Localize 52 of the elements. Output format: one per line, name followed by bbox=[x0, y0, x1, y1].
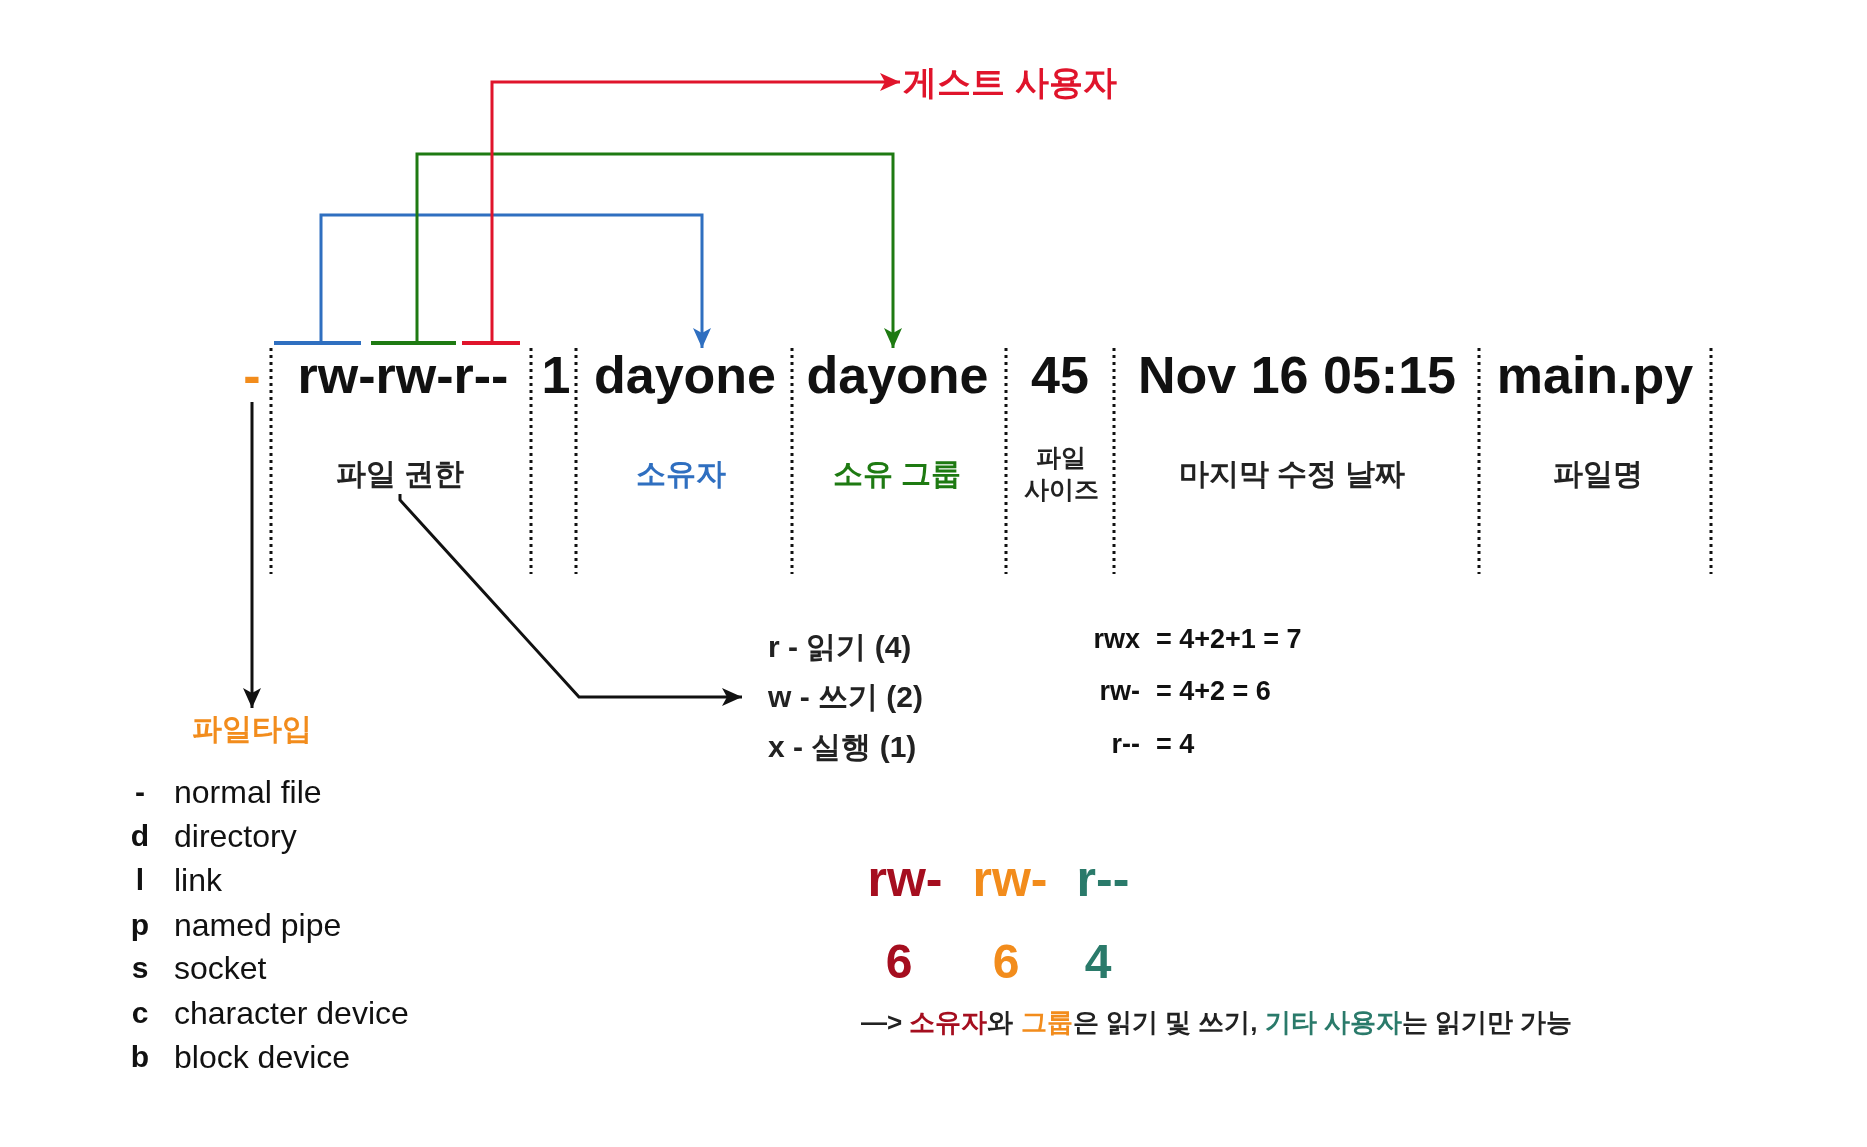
arrow bbox=[415, 152, 902, 348]
file-type-letter: c bbox=[130, 995, 150, 1031]
file-type-name: block device bbox=[174, 1038, 352, 1077]
permission-bracket bbox=[462, 341, 520, 345]
file-type-name: character device bbox=[174, 994, 410, 1033]
file-type-letter: l bbox=[134, 862, 146, 898]
arrow bbox=[398, 494, 742, 706]
file-type-name: normal file bbox=[174, 773, 323, 812]
file-type-letter: b bbox=[129, 1039, 151, 1075]
column-caption: 소유자 bbox=[636, 456, 726, 492]
permission-bracket bbox=[371, 341, 456, 345]
column-caption: 소유 그룹 bbox=[832, 456, 962, 492]
link-count: 1 bbox=[541, 348, 571, 402]
file-type-name: named pipe bbox=[174, 906, 343, 945]
file-type-letter: d bbox=[129, 818, 151, 854]
permission-code: r-- bbox=[1110, 728, 1140, 761]
file-type-char: - bbox=[243, 348, 261, 402]
file-type-heading: 파일타입 bbox=[192, 711, 312, 747]
permission-line: r - 읽기 (4) bbox=[768, 629, 912, 665]
permission-bracket bbox=[274, 341, 361, 345]
permission-code: rw- bbox=[1098, 675, 1140, 708]
modified-date: Nov 16 05:15 bbox=[1138, 348, 1456, 402]
file-size: 45 bbox=[1031, 348, 1089, 402]
file-name: main.py bbox=[1496, 348, 1694, 402]
permission-line: x - 실행 (1) bbox=[768, 729, 917, 765]
column-caption: 파일 권한 bbox=[335, 456, 465, 492]
file-type-name: socket bbox=[174, 949, 268, 988]
file-type-name: link bbox=[174, 861, 223, 900]
permission-sum: = 4+2 = 6 bbox=[1156, 675, 1272, 708]
file-type-letter: - bbox=[134, 774, 146, 810]
column-caption: 마지막 수정 날짜 bbox=[1178, 456, 1406, 492]
octal-digit: 6 bbox=[884, 934, 914, 990]
permission-line: w - 쓰기 (2) bbox=[768, 679, 923, 715]
file-type-letter: p bbox=[129, 907, 151, 943]
octal-digit: 6 bbox=[991, 934, 1021, 990]
permission-sum: = 4 bbox=[1156, 728, 1196, 761]
column-caption: 파일 사이즈 bbox=[1022, 442, 1100, 505]
arrow bbox=[243, 402, 261, 708]
permission-string: rw-rw-r-- bbox=[297, 348, 509, 402]
summary-sentence: —> 소유자와 그룹은 읽기 및 쓰기, 기타 사용자는 읽기만 가능 bbox=[861, 1006, 1573, 1039]
owner-name: dayone bbox=[593, 348, 777, 402]
arrow bbox=[490, 73, 900, 341]
group-name: dayone bbox=[806, 348, 989, 402]
guest-user-label: 게스트 사용자 bbox=[903, 62, 1117, 103]
permission-sum: = 4+2+1 = 7 bbox=[1156, 623, 1303, 656]
column-caption: 파일명 bbox=[1553, 456, 1643, 492]
file-type-name: directory bbox=[174, 817, 298, 856]
file-type-letter: s bbox=[130, 950, 150, 986]
permission-group: rw- bbox=[853, 851, 957, 907]
arrow bbox=[319, 213, 711, 348]
octal-digit: 4 bbox=[1083, 934, 1113, 990]
permission-code: rwx bbox=[1092, 623, 1140, 656]
